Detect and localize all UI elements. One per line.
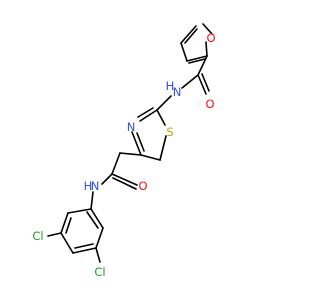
bond (111, 173, 138, 186)
atom-label-oxygen: O (205, 97, 214, 111)
bond (74, 243, 94, 249)
bond (67, 208, 92, 214)
bond (90, 208, 104, 229)
atom-labels: O O N H N S O N H Cl Cl (32, 31, 215, 279)
atom-label-nitrogen: N (173, 85, 182, 99)
bond (197, 74, 207, 95)
bond (140, 154, 161, 161)
bond (186, 55, 208, 62)
bond (60, 232, 74, 254)
bond (95, 247, 101, 263)
bond (205, 41, 208, 57)
bond (101, 173, 113, 185)
bond (136, 132, 145, 152)
bond (137, 107, 154, 118)
bond (180, 25, 197, 44)
bond (131, 131, 142, 156)
bond (112, 177, 137, 190)
atom-label-hydrogen: H (166, 79, 175, 93)
atom-label-oxygen: O (206, 31, 215, 45)
bond (180, 42, 188, 62)
bond (159, 135, 167, 161)
atom-label-nitrogen: N (91, 179, 100, 193)
bond (188, 58, 206, 64)
bond (119, 152, 142, 156)
bond (86, 211, 99, 229)
molecule-diagram: O O N H N S O N H Cl Cl (32, 23, 216, 279)
bond (197, 55, 208, 76)
bond (202, 23, 213, 35)
bond (201, 73, 210, 92)
bond (47, 232, 62, 237)
bond (181, 74, 199, 89)
bond (95, 227, 104, 249)
bond (65, 217, 72, 234)
bond (156, 109, 166, 126)
bond (139, 109, 158, 122)
atom-label-hydrogen: H (84, 179, 93, 193)
atom-label-sulfur: S (166, 125, 173, 139)
bond (156, 95, 172, 111)
atom-label-chlorine: Cl (94, 265, 105, 279)
bond (111, 152, 121, 175)
atom-label-chlorine: Cl (32, 229, 43, 243)
atom-label-oxygen: O (138, 179, 147, 193)
bond (90, 191, 94, 210)
bond (60, 212, 69, 234)
bond (184, 28, 198, 44)
bonds (47, 23, 213, 263)
bond (72, 247, 97, 254)
structure-canvas: O O N H N S O N H Cl Cl (32, 23, 216, 279)
atom-label-nitrogen: N (127, 120, 136, 134)
